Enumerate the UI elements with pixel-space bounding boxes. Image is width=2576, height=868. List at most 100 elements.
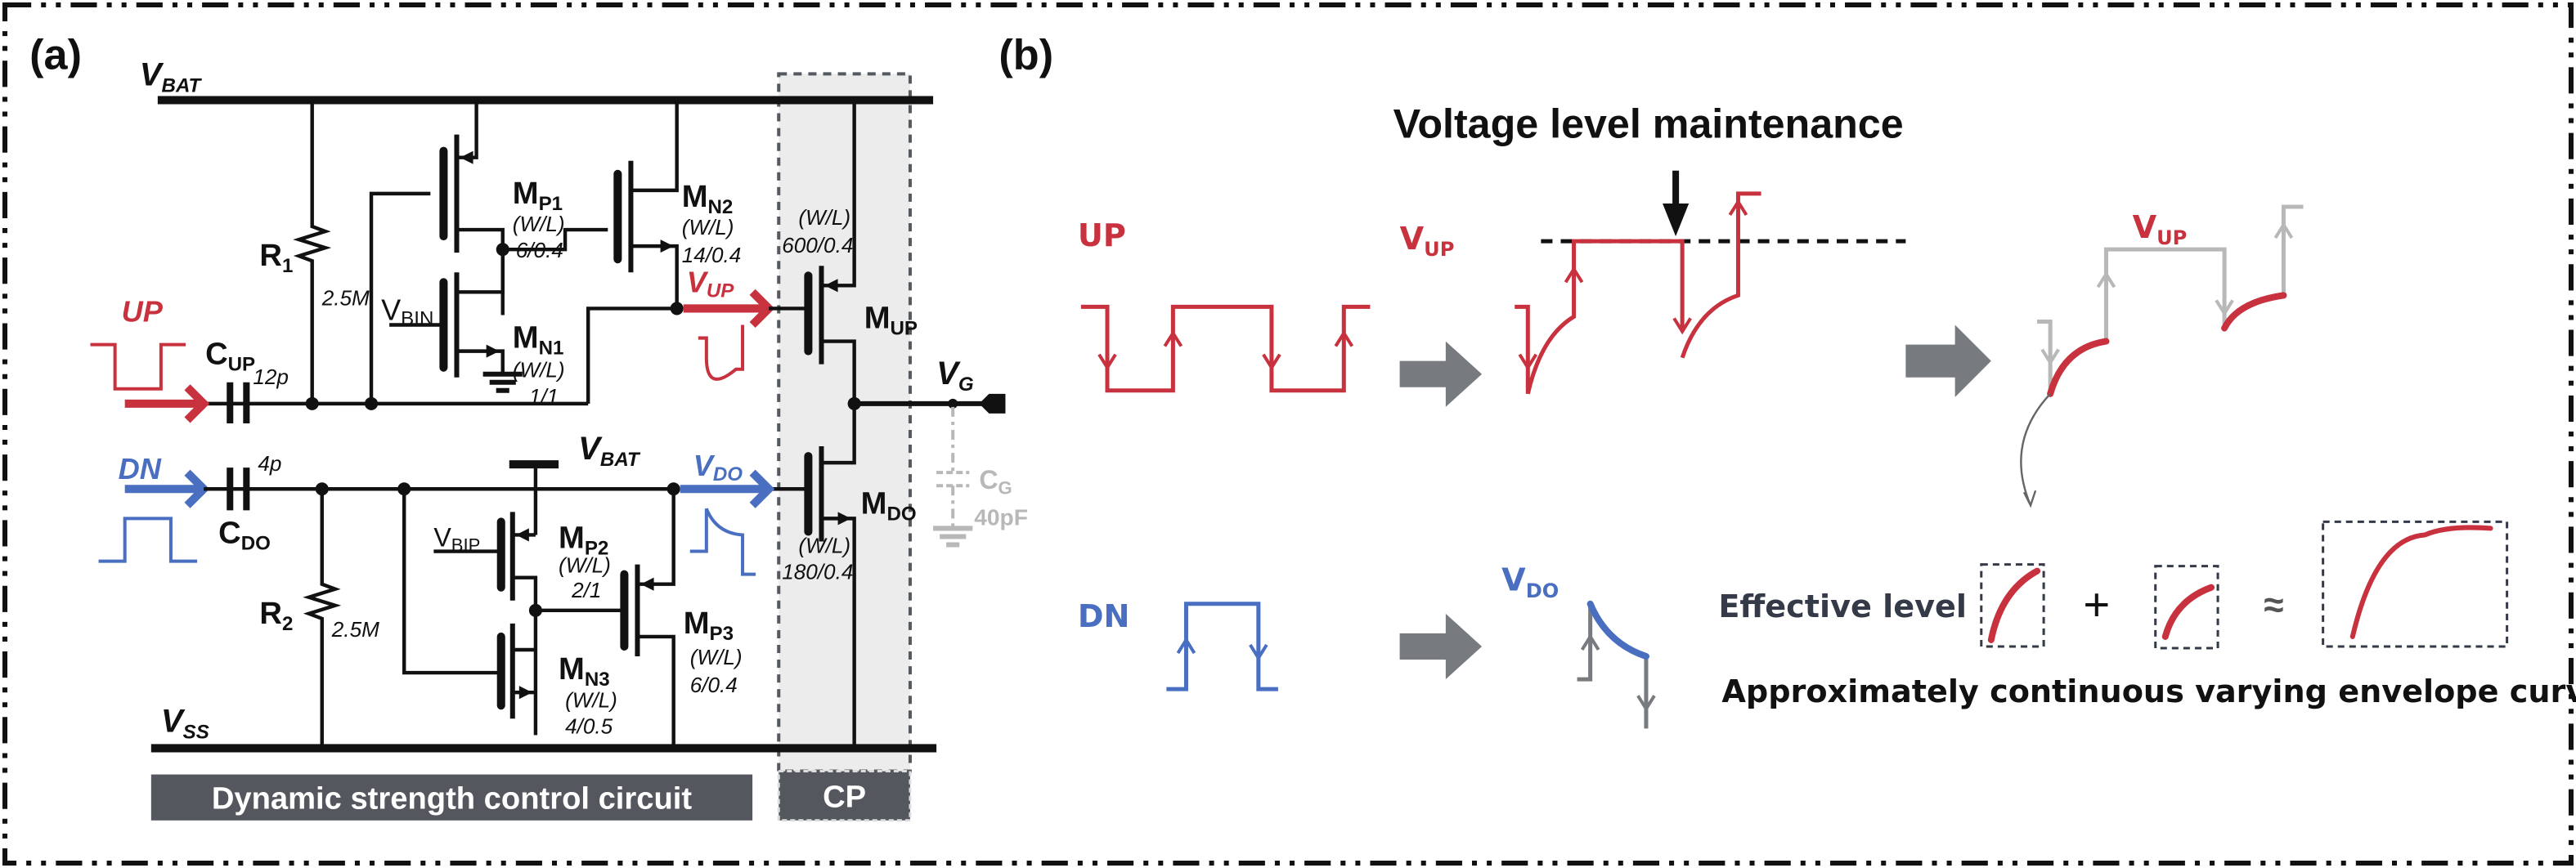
mn1-size: 1/1 <box>529 384 559 409</box>
vdo-decay-curve <box>1586 600 1649 660</box>
mp1-label: MP1 <box>513 176 563 215</box>
mp2-wl: (W/L) <box>559 553 611 578</box>
mn2-size: 14/0.4 <box>682 243 742 267</box>
vup-envelope-gray <box>2037 204 2304 394</box>
gray-edge-arrow <box>2040 221 2294 366</box>
transistor-mn3 <box>402 489 536 719</box>
vbat2-label: VBAT <box>578 430 641 471</box>
panel-a: (a) VBAT VSS R1 2.5M CUP 12p UP <box>29 31 1028 822</box>
junction <box>670 302 684 315</box>
vup-edge-arrow <box>1518 199 1748 371</box>
segment-curve-2 <box>2161 584 2215 640</box>
mn2-wl: (W/L) <box>682 215 734 239</box>
cg-value: 40pF <box>974 504 1028 530</box>
mp1-wl: (W/L) <box>513 212 565 236</box>
resistor-r1 <box>293 100 332 404</box>
approx-sign: ≈ <box>2264 585 2283 625</box>
mp2-label: MP2 <box>559 521 608 560</box>
mn3-label: MN3 <box>559 651 610 691</box>
mp2-size: 2/1 <box>571 578 601 602</box>
cup-label: CUP <box>205 337 255 376</box>
envelope-pointer <box>2020 392 2052 508</box>
up-edge-arrow <box>1097 329 1354 371</box>
vg-label: VG <box>936 355 974 396</box>
panel-b: (b) Voltage level maintenance UP VUP VUP… <box>999 31 2576 729</box>
mn1-label: MN1 <box>513 320 564 360</box>
mn1-wl: (W/L) <box>513 358 565 383</box>
resistor-r2 <box>303 489 342 749</box>
panel-b-label: (b) <box>999 31 1053 78</box>
vbat-label: VBAT <box>140 56 203 96</box>
mn2-label: MN2 <box>682 179 734 218</box>
cdo-label: CDO <box>218 516 271 555</box>
up-waveform-label: UP <box>1078 217 1126 253</box>
mup-size: 600/0.4 <box>782 233 853 257</box>
mup-wl: (W/L) <box>798 205 850 230</box>
wire <box>369 191 431 404</box>
dn-pulse-icon <box>98 517 198 563</box>
capacitor-cg <box>933 406 973 548</box>
dynamic-block <box>150 774 753 821</box>
cp-block <box>777 770 912 822</box>
vup-node-label: VUP <box>687 265 735 302</box>
vbin-label: VBIN <box>381 293 433 329</box>
ground-icon <box>482 371 523 393</box>
mup-label: MUP <box>864 301 918 340</box>
transistor-mp2 <box>433 512 538 736</box>
mn3-wl: (W/L) <box>565 687 617 712</box>
level-pointer-arrowhead <box>1663 203 1690 237</box>
transistor-mup <box>769 100 856 404</box>
transistor-mp1 <box>439 100 505 315</box>
mp3-size: 6/0.4 <box>690 673 738 697</box>
dynamic-block-label: Dynamic strength control circuit <box>212 781 693 817</box>
dn-input-label: DN <box>119 452 162 485</box>
vdo-arrow <box>680 469 775 508</box>
cup-value: 12p <box>253 365 289 389</box>
cg-label: CG <box>979 465 1012 498</box>
vbip-label: VBIP <box>433 523 480 556</box>
r2-value: 2.5M <box>331 617 379 642</box>
vdo-waveform-icon <box>689 508 756 576</box>
ground-icon <box>933 526 973 548</box>
up-input-arrow <box>124 384 210 423</box>
envelope-box <box>2322 520 2509 648</box>
transistor-mn1 <box>389 249 523 393</box>
mp3-label: MP3 <box>684 606 734 645</box>
mdo-wl: (W/L) <box>798 534 850 558</box>
r1-label: R1 <box>259 238 293 277</box>
transistor-mp3 <box>535 489 675 749</box>
up-input-label: UP <box>122 294 164 328</box>
wire <box>586 306 674 404</box>
up-pulse-icon <box>90 342 186 391</box>
mdo-label: MDO <box>861 485 917 525</box>
segment-box-1 <box>1980 563 2045 648</box>
vss-label: VSS <box>161 702 209 743</box>
vdo-waveform-label: VDO <box>1501 562 1559 602</box>
junction <box>305 396 319 410</box>
vup-envelope-label: VUP <box>2133 209 2188 249</box>
segment-curve-1 <box>1987 567 2041 643</box>
vdo-gray-arrow <box>1580 633 1656 713</box>
flow-arrow-icon <box>1399 341 1483 407</box>
vdo-gray-edges <box>1577 603 1649 729</box>
envelope-caption: Approximately continuous varying envelop… <box>1721 673 2576 709</box>
mp3-wl: (W/L) <box>690 645 743 669</box>
vdo-node-label: VDO <box>693 449 743 485</box>
panel-a-label: (a) <box>29 31 82 78</box>
transistor-mdo <box>769 403 856 749</box>
mdo-size: 180/0.4 <box>782 560 853 584</box>
r2-label: R2 <box>259 596 293 635</box>
vup-waveform <box>1515 191 1761 395</box>
cp-block-label: CP <box>823 780 866 815</box>
wire <box>502 227 608 252</box>
dn-waveform <box>1166 602 1278 691</box>
transistor-mn2 <box>613 100 679 309</box>
vg-terminal-icon <box>979 393 1006 414</box>
panel-b-title: Voltage level maintenance <box>1393 101 1904 147</box>
vup-waveform-label: VUP <box>1400 221 1455 261</box>
effective-level-label: Effective level <box>1718 588 1967 624</box>
up-waveform <box>1080 304 1371 393</box>
mn3-size: 4/0.5 <box>565 714 613 738</box>
